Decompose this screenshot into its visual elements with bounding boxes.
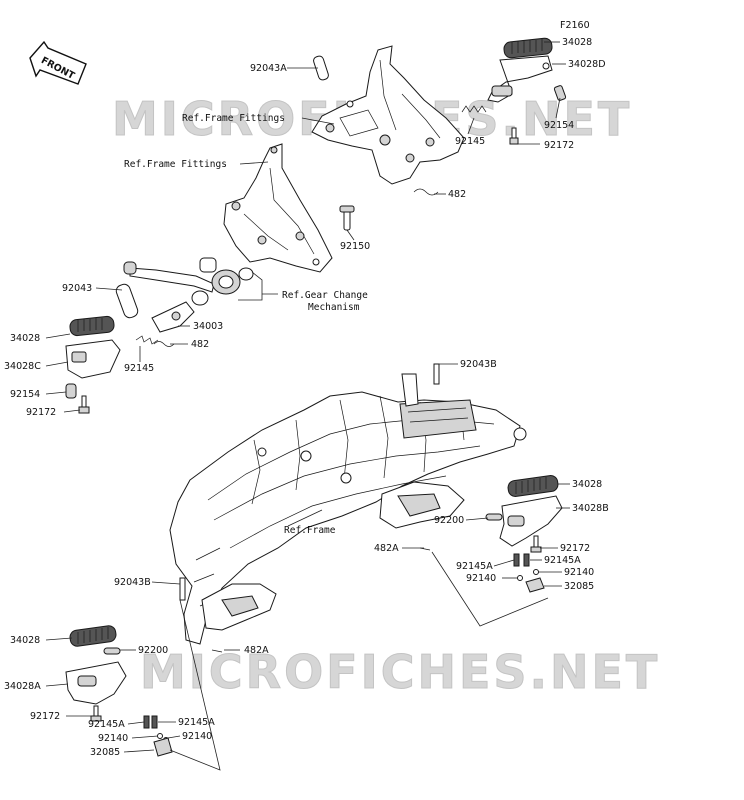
label-34028D: 34028D — [568, 59, 606, 70]
label-32085-left: 32085 — [90, 747, 120, 758]
spring-92145A-left-b — [151, 715, 158, 729]
pin-92043A — [313, 55, 329, 81]
main-frame — [169, 373, 527, 645]
ref-frame-fittings-top: Ref.Frame Fittings — [182, 113, 285, 124]
spring-92145A-right-a — [513, 553, 520, 567]
label-92145A-right-a: 92145A — [456, 561, 493, 572]
spring-92145A-left-a — [143, 715, 150, 729]
label-34028-upper-left: 34028 — [10, 333, 40, 344]
label-32085-right: 32085 — [564, 581, 594, 592]
label-34028-left: 34028 — [10, 635, 40, 646]
front-bracket-assembly — [223, 143, 355, 273]
spacer-92200-mid — [485, 513, 503, 521]
bolt-92150 — [343, 209, 351, 231]
label-92145A-left-b: 92145A — [178, 717, 215, 728]
diagram-code: F2160 — [560, 20, 590, 31]
front-footpeg-bracket — [223, 143, 333, 273]
spring-92145-rear — [461, 105, 487, 113]
label-92150: 92150 — [340, 241, 370, 252]
label-92043: 92043 — [62, 283, 92, 294]
pin-92043 — [115, 283, 139, 319]
label-92172-left: 92172 — [30, 711, 60, 722]
bolt-92172-right — [530, 535, 542, 553]
label-92145A-right-b: 92145A — [544, 555, 581, 566]
front-direction-tag: FRONT — [29, 40, 87, 85]
pin-92140-left-a — [157, 733, 163, 739]
clip-482-rear — [413, 188, 439, 196]
bolt-92154-top — [553, 85, 567, 101]
clip-482-front — [153, 341, 175, 347]
label-34028B: 34028B — [572, 503, 609, 514]
footpeg-34028-upper-left — [65, 315, 121, 379]
label-92043B-left: 92043B — [114, 577, 151, 588]
ref-frame-fittings-mid: Ref.Frame Fittings — [124, 159, 227, 170]
label-92140-right-a: 92140 — [466, 573, 496, 584]
front-arrow-icon — [29, 40, 87, 85]
label-92145-mid: 92145 — [124, 363, 154, 374]
pedal-34003 — [151, 301, 195, 333]
label-92154-upper-left: 92154 — [10, 389, 40, 400]
clip-482A-low — [211, 649, 223, 653]
label-34028A: 34028A — [4, 681, 41, 692]
label-92154-top: 92154 — [544, 120, 574, 131]
spring-92145-front — [135, 335, 159, 345]
label-34028-right: 34028 — [572, 479, 602, 490]
label-92140-left-a: 92140 — [98, 733, 128, 744]
label-92145A-left-a: 92145A — [88, 719, 125, 730]
shift-lever — [123, 257, 254, 306]
label-92172-right: 92172 — [560, 543, 590, 554]
pin-92140-right-b — [533, 569, 539, 575]
label-482A-low: 482A — [244, 645, 269, 656]
label-92200-low: 92200 — [138, 645, 168, 656]
spring-92145A-right-b — [523, 553, 530, 567]
ref-gear-change-line2: Mechanism — [308, 302, 360, 313]
pin-92140-right-a — [517, 575, 523, 581]
ref-frame: Ref.Frame — [284, 525, 336, 536]
part-labels: 92043A 34028 34028D 92154 92172 92145 48… — [4, 37, 609, 758]
label-92043B-top: 92043B — [460, 359, 497, 370]
label-482A-mid: 482A — [374, 543, 399, 554]
label-92140-right-b: 92140 — [564, 567, 594, 578]
label-92172-top: 92172 — [544, 140, 574, 151]
label-92200-mid: 92200 — [434, 515, 464, 526]
label-92172-upper-left: 92172 — [26, 407, 56, 418]
label-34028C: 34028C — [4, 361, 41, 372]
label-482-mid: 482 — [191, 339, 209, 350]
footpeg-34028-top — [487, 37, 553, 103]
label-482-top: 482 — [448, 189, 466, 200]
bolt-92154-upper-left — [65, 383, 77, 399]
rear-footpeg-bracket — [311, 45, 465, 185]
label-92043A: 92043A — [250, 63, 287, 74]
label-34028-top: 34028 — [562, 37, 592, 48]
collar-32085-right — [525, 577, 545, 593]
label-34003: 34003 — [193, 321, 223, 332]
spacer-92200-low — [103, 647, 121, 655]
ref-gear-change-line1: Ref.Gear Change — [282, 290, 368, 301]
label-92140-left-b: 92140 — [182, 731, 212, 742]
rear-bracket-assembly — [311, 45, 487, 196]
collar-32085-left — [153, 737, 173, 757]
leader-lines — [45, 41, 570, 771]
watermark-bottom: MICROFICHES.NET — [140, 645, 660, 699]
pin-92043B-left — [179, 577, 186, 601]
label-92145-top: 92145 — [455, 136, 485, 147]
footpeg-34028-right — [499, 475, 563, 547]
bolt-92172-top — [509, 127, 519, 145]
bolt-92172-left — [90, 705, 102, 722]
pin-92043B-top — [433, 363, 440, 385]
footpeg-34028-left — [65, 625, 127, 705]
bolt-92172-upper-left — [78, 395, 90, 414]
